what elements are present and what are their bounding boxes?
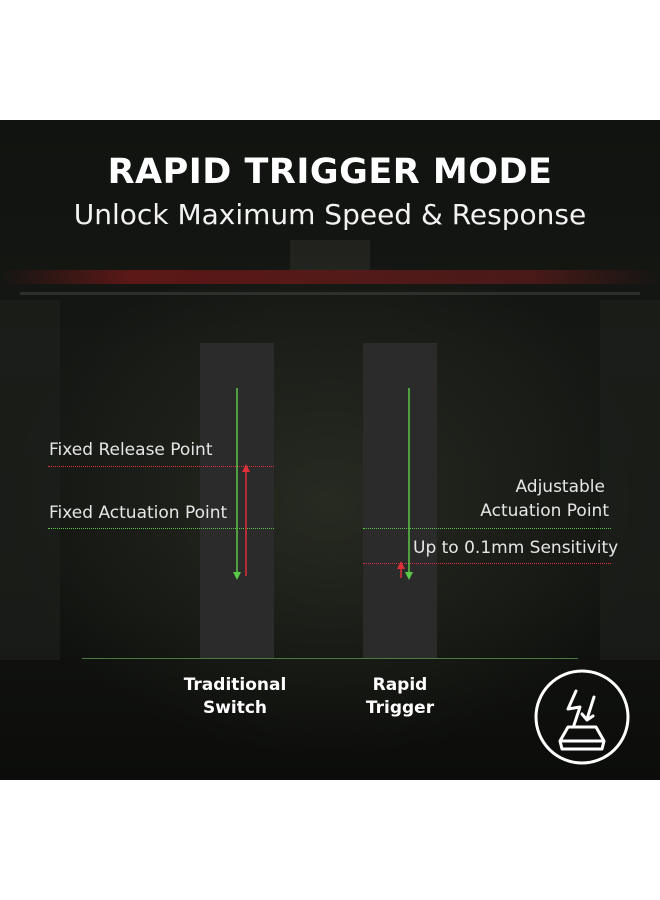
- traditional-switch-caption: Traditional Switch: [170, 674, 300, 720]
- traditional-caption-line1: Traditional: [183, 675, 287, 695]
- background-ledge: [20, 292, 640, 295]
- rapid-caption-line2: Trigger: [365, 698, 435, 718]
- background-block-right: [600, 300, 660, 660]
- page-title: RAPID TRIGGER MODE: [107, 152, 553, 192]
- rapid-press-arrow: [405, 388, 413, 580]
- hero-panel: RAPID TRIGGER MODE Unlock Maximum Speed …: [0, 120, 660, 780]
- page-subtitle: Unlock Maximum Speed & Response: [73, 198, 587, 231]
- traditional-press-arrow: [233, 388, 241, 580]
- rapid-trigger-column: [363, 343, 437, 659]
- background-red-glow: [0, 270, 660, 284]
- rapid-release-line: [363, 563, 611, 564]
- traditional-release-arrow: [242, 464, 250, 576]
- bottom-baseline: [82, 658, 578, 659]
- background-block-left: [0, 300, 60, 660]
- rapid-release-arrow: [397, 561, 405, 578]
- rapid-caption-line1: Rapid: [372, 675, 428, 695]
- rapid-trigger-caption: Rapid Trigger: [345, 674, 455, 720]
- background-center-block: [290, 240, 370, 270]
- switch-travel-arrows: [233, 388, 413, 580]
- sensitivity-label: Up to 0.1mm Sensitivity: [413, 538, 619, 558]
- fixed-actuation-line: [48, 528, 274, 529]
- adjustable-label-line2: Actuation Point: [480, 501, 609, 521]
- fixed-release-label: Fixed Release Point: [49, 440, 213, 460]
- fixed-release-line: [48, 466, 274, 467]
- traditional-caption-line2: Switch: [202, 698, 268, 718]
- keycap-lightning-icon: [534, 669, 630, 765]
- adjustable-label-line1: Adjustable: [515, 477, 605, 497]
- adjustable-actuation-line: [363, 528, 611, 529]
- fixed-actuation-label: Fixed Actuation Point: [49, 503, 228, 523]
